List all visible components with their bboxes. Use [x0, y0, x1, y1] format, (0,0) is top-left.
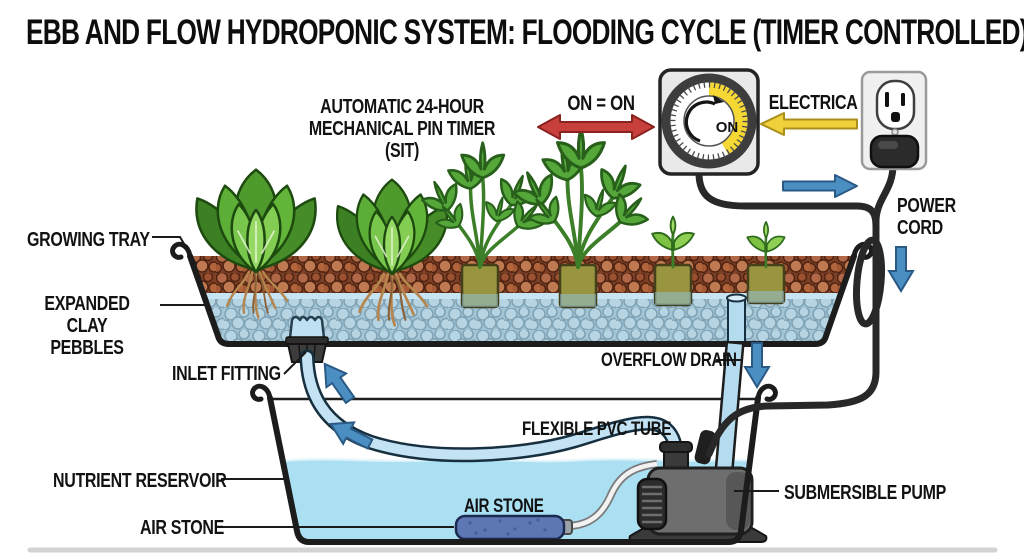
air-stone — [454, 514, 573, 541]
clockwise-arrow-icon — [684, 100, 716, 143]
blue-down-arrow-icon — [888, 246, 914, 292]
yellow-left-arrow-icon — [760, 112, 858, 136]
outlet-screw — [891, 128, 899, 136]
page-title: EBB AND FLOW HYDROPONIC SYSTEM: FLOODING… — [26, 13, 1024, 52]
expanded-clay-pebbles-label: EXPANDED CLAY PEBBLES — [44, 293, 130, 359]
submersible-pump-label: SUBMERSIBLE PUMP — [784, 482, 947, 504]
electrical-label: ELECTRICA — [768, 92, 858, 114]
tray-rim-hook — [851, 241, 874, 260]
timer-dial-label: ON — [716, 119, 739, 136]
flexible-pvc-tube-label: FLEXIBLE PVC TUBE — [522, 419, 672, 440]
timer-ticks — [669, 81, 749, 161]
parsley-plant — [509, 129, 655, 267]
inlet-fitting-label: INLET FITTING — [172, 363, 281, 385]
overflow-standpipe — [726, 293, 747, 345]
nutrient-water — [281, 459, 751, 542]
flow-arrows — [313, 112, 914, 456]
plug-cord — [705, 161, 897, 458]
power-cord — [695, 161, 897, 458]
reservoir-rim-hook — [755, 383, 778, 402]
rockwool-cubes — [460, 263, 786, 309]
red-double-arrow-icon — [537, 114, 655, 140]
air-stone-callout-label: AIR STONE — [140, 517, 224, 539]
power-cord-label: POWER CORD — [897, 195, 956, 239]
timer-caption-label: AUTOMATIC 24-HOUR MECHANICAL PIN TIMER (… — [308, 96, 496, 162]
electrical-outlet — [860, 70, 928, 171]
reservoir-rim-hook — [250, 383, 273, 402]
cord-loop — [852, 236, 886, 328]
nutrient-reservoir — [250, 343, 778, 545]
blue-right-arrow-icon — [782, 174, 858, 198]
blue-down-arrow-icon — [744, 342, 770, 388]
leader-lines — [152, 236, 779, 528]
overflow-drain-label: OVERFLOW DRAIN — [601, 350, 737, 371]
air-line — [565, 460, 658, 530]
flexible-pvc-tube — [299, 349, 684, 466]
air-stone-inline-label: AIR STONE — [464, 496, 544, 517]
power-plug — [869, 134, 920, 169]
growing-tray-label: GROWING TRAY — [27, 229, 150, 251]
nutrient-reservoir-label: NUTRIENT RESERVOIR — [53, 470, 227, 492]
timer-state-label: ON = ON — [567, 92, 635, 115]
timer-on-segment — [708, 82, 748, 155]
mechanical-timer: ON — [658, 68, 760, 176]
